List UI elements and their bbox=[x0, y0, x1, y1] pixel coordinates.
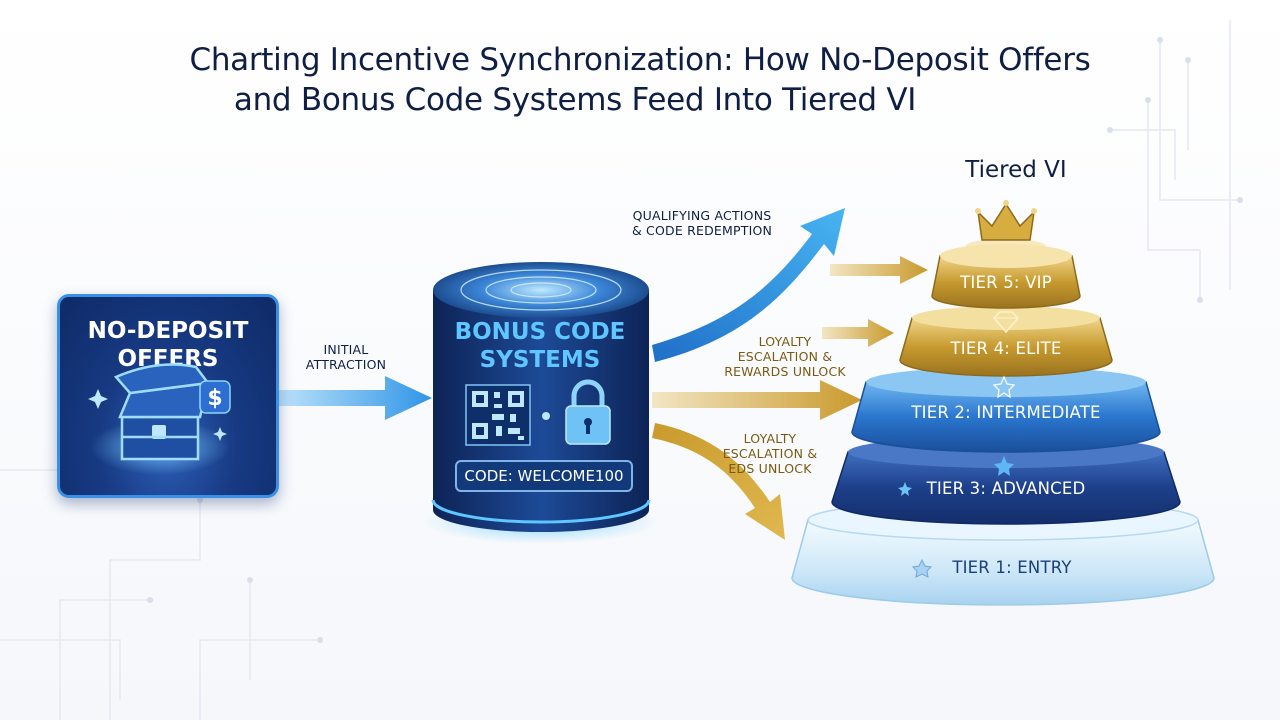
padlock-icon bbox=[565, 379, 611, 445]
arrow-qualifying bbox=[652, 208, 845, 362]
no-deposit-title: NO-DEPOSIT OFFERS bbox=[87, 318, 249, 372]
tier-label-5: TIER 5: VIP bbox=[960, 273, 1052, 292]
title-line-2: and Bonus Code Systems Feed Into Tiered … bbox=[233, 82, 917, 118]
diamond-icon bbox=[992, 311, 1020, 334]
page-title: Charting Incentive Synchronization: How … bbox=[0, 40, 1280, 120]
dollar-sign-icon: $ bbox=[199, 380, 231, 414]
arrow-rewards-unlock bbox=[652, 380, 862, 420]
sparkle-icon bbox=[88, 389, 227, 441]
tier-label-4: TIER 4: ELITE bbox=[950, 339, 1062, 358]
label-rewards-unlock: LOYALTY ESCALATION & REWARDS UNLOCK bbox=[724, 334, 846, 379]
arrow-to-tier5 bbox=[830, 256, 928, 284]
title-line-1: Charting Incentive Synchronization: How … bbox=[189, 42, 1091, 78]
qr-code-icon bbox=[465, 384, 531, 446]
star-icon bbox=[898, 375, 1016, 578]
tier-5-layer bbox=[931, 244, 1081, 309]
crown-icon bbox=[966, 200, 1046, 253]
arrow-eds-unlock bbox=[652, 423, 785, 540]
bonus-code-value: CODE: WELCOME100 bbox=[455, 460, 633, 492]
tier-label-2: TIER 2: INTERMEDIATE bbox=[911, 403, 1101, 422]
no-deposit-art: $ bbox=[88, 363, 231, 475]
arrow-initial-attraction bbox=[275, 376, 432, 420]
treasure-chest-icon bbox=[113, 363, 211, 461]
arrow-to-tier4 bbox=[822, 319, 894, 347]
tiers-title: Tiered VI bbox=[965, 157, 1067, 183]
label-initial-attraction: INITIAL ATTRACTION bbox=[305, 342, 387, 372]
separator-dot bbox=[542, 412, 550, 420]
bonus-code-title: BONUS CODE SYSTEMS bbox=[454, 319, 626, 373]
svg-text:$: $ bbox=[207, 386, 222, 411]
tier-label-3: TIER 3: ADVANCED bbox=[926, 479, 1086, 498]
no-deposit-offers-card: NO-DEPOSIT OFFERS $ bbox=[57, 294, 279, 498]
label-qualifying-actions: QUALIFYING ACTIONS & CODE REDEMPTION bbox=[631, 208, 773, 238]
label-eds-unlock: LOYALTY ESCALATION & EDS UNLOCK bbox=[722, 431, 818, 476]
tier-label-1: TIER 1: ENTRY bbox=[952, 558, 1072, 577]
